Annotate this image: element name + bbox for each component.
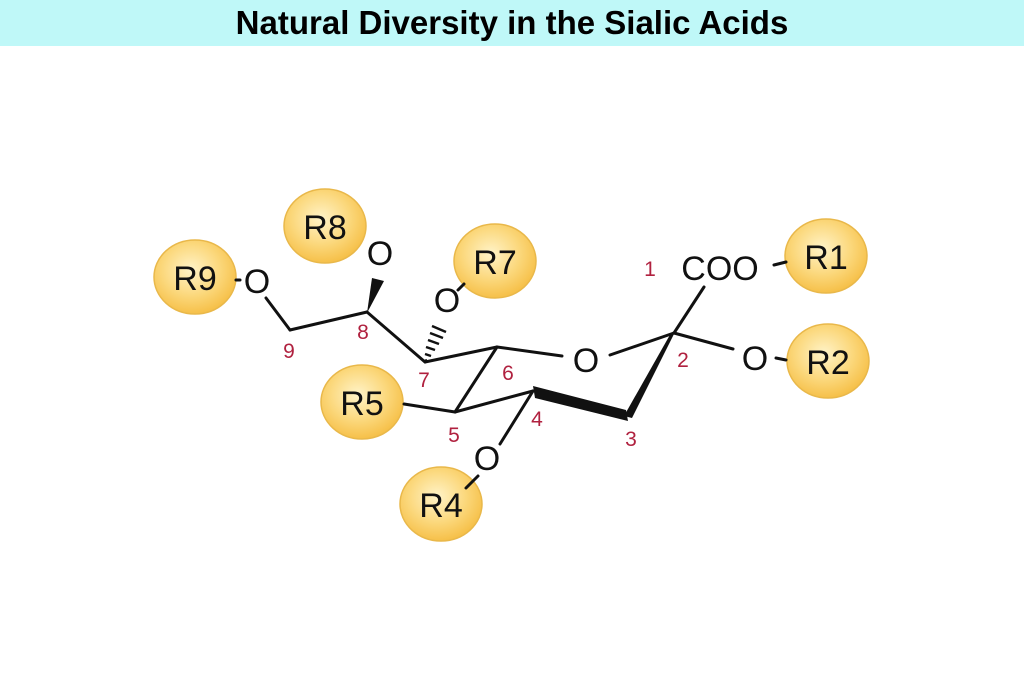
r7-label: R7 — [473, 244, 516, 282]
r4-label: R4 — [419, 487, 462, 525]
r8-label: R8 — [303, 209, 346, 247]
carbon-3-number: 3 — [625, 428, 637, 451]
o4-label: O — [474, 440, 500, 478]
page-title: Natural Diversity in the Sialic Acids — [235, 4, 789, 41]
o8-label: O — [367, 235, 393, 273]
title-bar: Natural Diversity in the Sialic Acids — [0, 0, 1024, 46]
r5-label: R5 — [340, 385, 383, 423]
carbon-8-number: 8 — [357, 321, 369, 344]
carbon-2-number: 2 — [677, 349, 689, 372]
r4-ball: R4 — [399, 466, 483, 542]
carbon-1-number: 1 — [644, 258, 656, 281]
r2-label: R2 — [806, 344, 849, 382]
carbon-5-number: 5 — [448, 424, 460, 447]
r2-ball: R2 — [786, 323, 870, 399]
carbon-9-number: 9 — [283, 340, 295, 363]
ring-oxygen-label: O — [573, 342, 599, 380]
r9-label: R9 — [173, 260, 216, 298]
carbon-4-number: 4 — [531, 408, 543, 431]
bonds — [234, 260, 788, 490]
o2-label: O — [742, 340, 768, 378]
carbon-6-number: 6 — [502, 362, 514, 385]
r7-ball: R7 — [453, 223, 537, 299]
r1-label: R1 — [804, 239, 847, 277]
r8-ball: R8 — [283, 188, 367, 264]
o9-label: O — [244, 263, 270, 301]
r5-ball: R5 — [320, 364, 404, 440]
r1-ball: R1 — [784, 218, 868, 294]
carbon-7-number: 7 — [418, 369, 430, 392]
r9-ball: R9 — [153, 239, 237, 315]
o7-label: O — [434, 282, 460, 320]
carboxylate-label: COO — [681, 250, 758, 288]
